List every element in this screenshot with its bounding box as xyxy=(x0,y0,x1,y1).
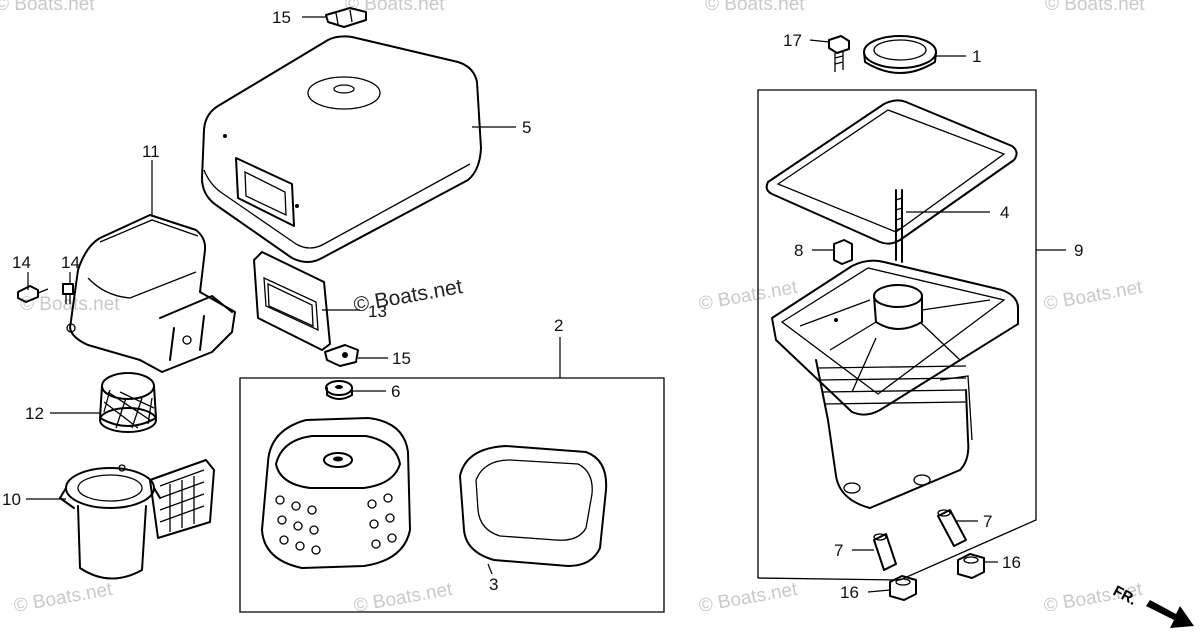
part-8-sleeve xyxy=(833,239,853,265)
callout-7-left: 7 xyxy=(834,541,843,560)
watermark: © Boats.net xyxy=(705,0,805,15)
callout-12: 12 xyxy=(25,404,44,423)
part-17-bolt xyxy=(828,35,850,72)
part-5-cover xyxy=(201,35,482,263)
callout-8: 8 xyxy=(794,241,803,260)
part-3-foam xyxy=(459,445,608,567)
callout-11: 11 xyxy=(142,142,160,161)
callout-4: 4 xyxy=(1000,203,1009,222)
part-15-clip-lower xyxy=(324,344,359,367)
part-14-screw-left xyxy=(17,285,49,303)
part-9-group-box xyxy=(757,89,1037,581)
callout-10: 10 xyxy=(2,490,21,509)
watermark: © Boats.net xyxy=(1042,277,1144,315)
watermark: © Boats.net xyxy=(1045,0,1145,15)
callout-15-top: 15 xyxy=(272,8,291,27)
part-4-gasket xyxy=(765,99,1018,263)
callout-14-right: 14 xyxy=(61,253,80,272)
callout-16-right: 16 xyxy=(1002,553,1021,572)
part-15-clip-top xyxy=(325,7,367,28)
callouts: 15 5 11 14 14 13 15 6 12 10 2 3 17 1 4 8… xyxy=(2,8,1083,602)
part-7-tube-right xyxy=(937,509,967,547)
watermark: © Boats.net xyxy=(697,579,799,617)
callout-1: 1 xyxy=(972,47,981,66)
part-11-housing xyxy=(66,214,236,373)
part-7-tube-left xyxy=(873,533,897,571)
front-arrow-icon xyxy=(1146,600,1194,628)
leader-lines xyxy=(26,16,1066,593)
callout-14-left: 14 xyxy=(12,253,31,272)
callout-15-lower: 15 xyxy=(392,349,411,368)
part-12-screen xyxy=(99,372,157,433)
callout-2: 2 xyxy=(554,316,563,335)
watermark: © Boats.net xyxy=(345,0,445,15)
front-direction-indicator: FR. xyxy=(1110,583,1194,628)
callout-3: 3 xyxy=(489,575,498,594)
part-16-nut-lower xyxy=(889,575,917,601)
air-cleaner-case xyxy=(771,259,1019,509)
watermark: © Boats.net xyxy=(12,579,114,617)
callout-13: 13 xyxy=(368,302,387,321)
callout-5: 5 xyxy=(522,118,531,137)
watermark: © Boats.net xyxy=(0,0,95,15)
callout-9: 9 xyxy=(1074,241,1083,260)
part-10-cup xyxy=(59,459,215,580)
callout-17: 17 xyxy=(783,31,802,50)
part-6-grommet xyxy=(325,380,353,400)
callout-7-right: 7 xyxy=(983,512,992,531)
paper-element xyxy=(261,417,411,569)
callout-16-lower: 16 xyxy=(840,583,859,602)
callout-6: 6 xyxy=(391,382,400,401)
watermark: © Boats.net xyxy=(20,294,120,315)
part-2-group-box xyxy=(239,377,665,613)
part-1-seal xyxy=(863,35,937,74)
part-16-nut-right xyxy=(957,553,985,579)
part-13-plate xyxy=(253,251,331,351)
watermark: © Boats.net xyxy=(352,579,454,617)
